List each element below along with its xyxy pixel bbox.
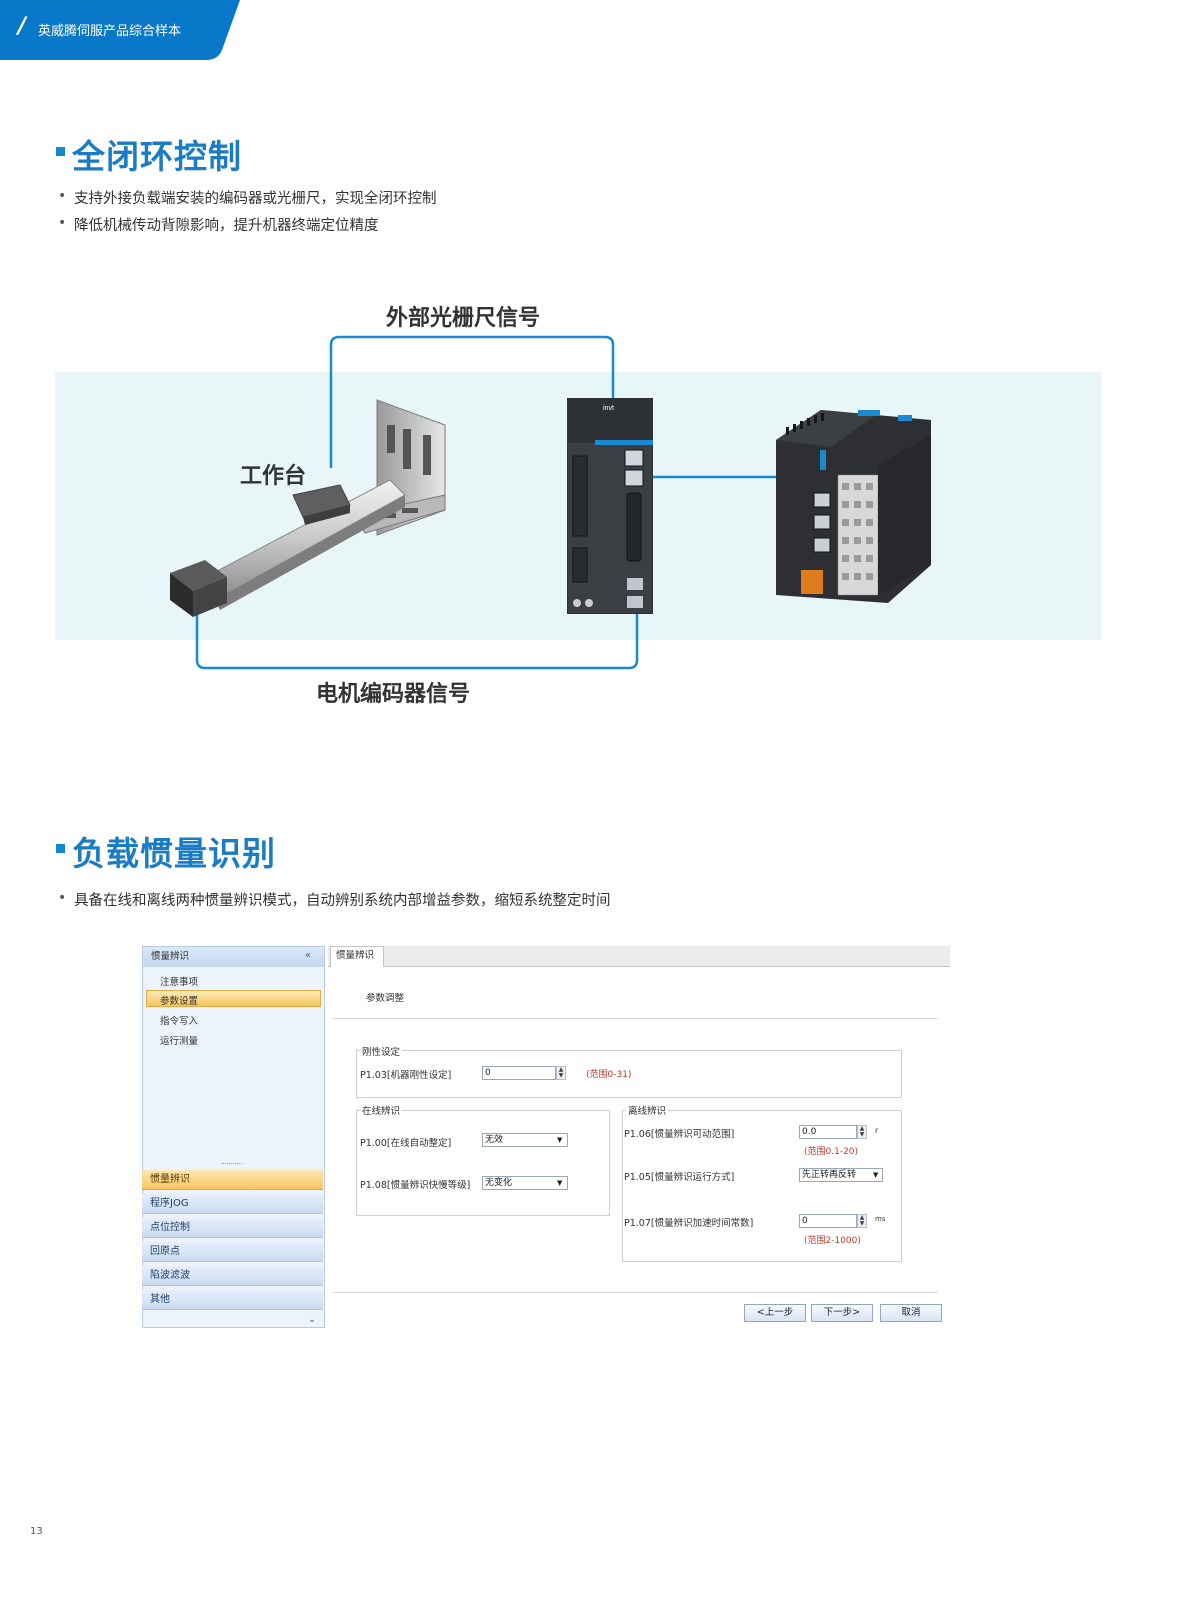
section2-title: 负载惯量识别 xyxy=(72,834,276,873)
sidebar-tab-program-jog[interactable]: 程序JOG xyxy=(142,1194,323,1214)
section2-bullet-1: 具备在线和离线两种惯量辨识模式，自动辨别系统内部增益参数，缩短系统整定时间 xyxy=(74,893,611,909)
sidebar-tab-inertia-identification[interactable]: 惯量辨识 xyxy=(142,1170,323,1190)
p107-range: (范围2-1000) xyxy=(804,1236,861,1246)
p105-label: P1.05[惯量辨识运行方式] xyxy=(624,1172,735,1183)
label-workbench: 工作台 xyxy=(240,464,307,489)
p100-value: 无效 xyxy=(485,1135,504,1145)
p103-input[interactable]: 0 xyxy=(482,1066,556,1080)
sidebar-header-label: 惯量辨识 xyxy=(151,951,190,962)
sidebar-item-command-write[interactable]: 指令写入 xyxy=(160,1016,199,1027)
sidebar-item-parameter-setup[interactable]: 参数设置 xyxy=(160,996,199,1007)
splitter-grip[interactable] xyxy=(222,1163,242,1166)
bullet-dot-icon: • xyxy=(58,188,67,204)
chevron-down-icon[interactable]: ⌄ xyxy=(308,1314,316,1325)
dropdown-arrow-icon[interactable]: ▼ xyxy=(557,1179,563,1187)
collapse-icon[interactable]: « xyxy=(305,950,311,961)
panel-title: 参数调整 xyxy=(366,993,405,1004)
p106-input[interactable]: 0.0 xyxy=(799,1125,857,1139)
p106-range: (范围0.1-20) xyxy=(804,1147,859,1157)
online-group xyxy=(356,1110,610,1216)
p108-select[interactable]: 无变化 xyxy=(482,1176,568,1190)
sidebar-tab-notch-filter[interactable]: 陷波滤波 xyxy=(142,1266,323,1286)
online-group-title: 在线辨识 xyxy=(360,1103,403,1117)
section-bullet-icon xyxy=(56,844,65,853)
header-tab xyxy=(0,0,240,60)
p105-select[interactable]: 先正转再反转 xyxy=(799,1168,883,1182)
dropdown-arrow-icon[interactable]: ▼ xyxy=(557,1136,563,1144)
p105-value: 先正转再反转 xyxy=(802,1170,857,1180)
label-motor-encoder-signal: 电机编码器信号 xyxy=(316,682,471,707)
section1-bullet-2: 降低机械传动背隙影响，提升机器终端定位精度 xyxy=(74,218,379,234)
p103-range: (范围0-31) xyxy=(586,1070,632,1080)
sidebar-item-run-measure[interactable]: 运行测量 xyxy=(160,1036,199,1047)
divider xyxy=(332,1018,938,1019)
p108-value: 无变化 xyxy=(485,1178,513,1188)
offline-group-title: 离线辨识 xyxy=(626,1103,669,1117)
sidebar-item-notes[interactable]: 注意事项 xyxy=(160,977,199,988)
prev-step-button[interactable]: <上一步 xyxy=(744,1304,806,1322)
signal-lines xyxy=(195,335,780,670)
sidebar-tab-homing[interactable]: 回原点 xyxy=(142,1242,323,1262)
section1-bullet-1: 支持外接负载端安装的编码器或光栅尺，实现全闭环控制 xyxy=(74,191,437,207)
p103-label: P1.03[机器刚性设定] xyxy=(360,1070,452,1081)
tab-strip xyxy=(328,946,950,967)
inertia-identification-software-screenshot: 惯量辨识 « 注意事项 参数设置 指令写入 运行测量 惯量辨识 程序JOG 点位… xyxy=(142,944,952,1330)
section-bullet-icon xyxy=(56,147,65,156)
linear-stage-illustration xyxy=(170,399,446,617)
rigidity-group xyxy=(356,1050,902,1098)
p107-label: P1.07[惯量辨识加速时间常数] xyxy=(624,1218,754,1229)
sidebar-tab-point-control[interactable]: 点位控制 xyxy=(142,1218,323,1238)
label-external-grating-signal: 外部光栅尺信号 xyxy=(386,306,541,331)
page-number: 13 xyxy=(30,1526,43,1537)
sidebar-header: 惯量辨识 xyxy=(143,947,324,967)
sidebar-tab-other[interactable]: 其他 xyxy=(142,1290,323,1310)
p100-select[interactable]: 无效 xyxy=(482,1133,568,1147)
divider xyxy=(332,1292,938,1293)
cancel-button[interactable]: 取消 xyxy=(880,1304,942,1322)
tab-inertia-identification[interactable]: 惯量辨识 xyxy=(330,946,384,967)
drive-brand-logo: invt xyxy=(603,405,614,412)
header-slash-icon: / xyxy=(18,14,27,39)
p107-spinner[interactable]: ▲▼ xyxy=(857,1214,867,1228)
p106-spinner[interactable]: ▲▼ xyxy=(857,1125,867,1139)
p107-input[interactable]: 0 xyxy=(799,1214,857,1228)
dropdown-arrow-icon[interactable]: ▼ xyxy=(873,1171,879,1179)
next-step-button[interactable]: 下一步> xyxy=(811,1304,873,1322)
p106-label: P1.06[惯量辨识可动范围] xyxy=(624,1129,735,1140)
bullet-dot-icon: • xyxy=(58,215,67,231)
rigidity-group-title: 刚性设定 xyxy=(360,1044,403,1058)
p108-label: P1.08[惯量辨识快慢等级] xyxy=(360,1180,471,1191)
p106-unit: r xyxy=(875,1126,879,1135)
servo-drive-illustration: invt xyxy=(567,398,653,614)
sidebar xyxy=(142,946,325,1328)
p107-unit: ms xyxy=(875,1215,886,1223)
p100-label: P1.00[在线自动整定] xyxy=(360,1138,452,1149)
header-title: 英威腾伺服产品综合样本 xyxy=(38,24,182,39)
bullet-dot-icon: • xyxy=(58,890,67,906)
p103-spinner[interactable]: ▲▼ xyxy=(556,1066,566,1080)
section1-title: 全闭环控制 xyxy=(72,137,242,176)
sidebar-item-selection xyxy=(146,990,321,1007)
motion-controller-illustration xyxy=(776,410,931,603)
